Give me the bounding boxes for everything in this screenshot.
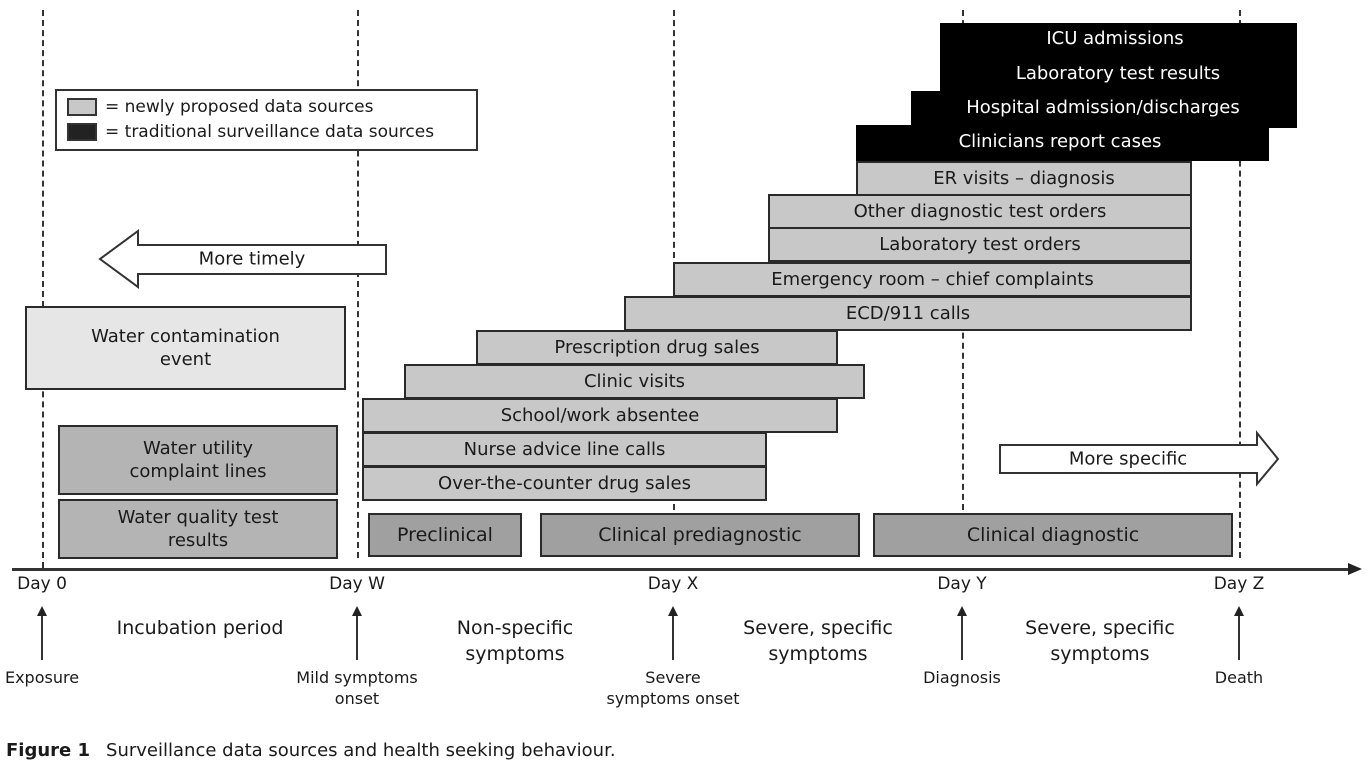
phase-label: Preclinical	[397, 523, 493, 546]
time-axis-arrowhead-icon	[1348, 563, 1362, 575]
event-exposure: Exposure	[4, 668, 80, 687]
day-z-label: Day Z	[1213, 574, 1265, 594]
source-bar-otc-drug-sales: Over-the-counter drug sales	[362, 466, 767, 501]
traditional-source-icu: ICU admissions	[1046, 28, 1184, 49]
time-axis	[12, 568, 1352, 571]
event-severe-symptoms-onset: Severe symptoms onset	[606, 668, 740, 708]
legend-label-traditional: = traditional surveillance data sources	[105, 122, 435, 142]
water-contamination-event-label: Water contamination event	[91, 326, 280, 370]
day-z-marker-line	[1239, 10, 1241, 558]
more-timely-arrow-icon	[98, 229, 387, 289]
traditional-source-hospital: Hospital admission/discharges	[966, 97, 1240, 118]
legend-swatch-dark	[67, 123, 97, 141]
day-w-marker-line	[357, 10, 359, 558]
legend-item-traditional: = traditional surveillance data sources	[67, 122, 434, 142]
period-incubation: Incubation period	[116, 617, 284, 639]
diagnosis-arrow-icon	[957, 606, 967, 660]
traditional-source-lab-results: Laboratory test results	[1015, 63, 1221, 84]
source-label: Clinic visits	[583, 371, 686, 392]
day-y-label: Day Y	[937, 574, 987, 594]
source-label: ER visits – diagnosis	[933, 168, 1115, 189]
day-0-label: Day 0	[17, 574, 67, 594]
source-bar-other-diagnostic-orders: Other diagnostic test orders	[768, 194, 1192, 229]
legend-item-proposed: = newly proposed data sources	[67, 97, 374, 117]
source-label: School/work absentee	[500, 405, 700, 426]
event-diagnosis: Diagnosis	[923, 668, 1001, 687]
phase-label: Clinical prediagnostic	[598, 523, 802, 546]
source-bar-ecd-911: ECD/911 calls	[624, 296, 1192, 331]
water-quality-tests-box: Water quality test results	[58, 499, 338, 559]
period-severe-specific-2: Severe, specific symptoms	[1025, 617, 1175, 665]
more-specific-label: More specific	[1068, 448, 1188, 470]
legend-label-proposed: = newly proposed data sources	[105, 97, 374, 117]
phase-label: Clinical diagnostic	[966, 523, 1140, 546]
day-x-label: Day X	[647, 574, 699, 594]
source-label: Emergency room – chief complaints	[771, 269, 1094, 290]
more-timely-label: More timely	[198, 248, 306, 270]
more-specific-arrow-icon	[999, 430, 1280, 487]
phase-clinical-diagnostic: Clinical diagnostic	[873, 513, 1233, 557]
source-bar-lab-test-orders: Laboratory test orders	[768, 227, 1192, 262]
water-contamination-event-box: Water contamination event	[25, 306, 346, 390]
source-bar-nurse-advice-calls: Nurse advice line calls	[362, 432, 767, 467]
period-non-specific: Non-specific symptoms	[456, 617, 574, 665]
severe-onset-arrow-icon	[668, 606, 678, 660]
day-x-marker-line	[673, 10, 675, 510]
source-label: Prescription drug sales	[554, 337, 760, 358]
water-quality-tests-label: Water quality test results	[117, 507, 279, 551]
caption-label: Figure 1	[6, 740, 91, 761]
source-bar-er-diagnosis: ER visits – diagnosis	[856, 161, 1192, 196]
source-bar-prescription-drugs: Prescription drug sales	[476, 330, 838, 365]
traditional-sources-bottom-block	[856, 125, 1269, 161]
death-arrow-icon	[1234, 606, 1244, 660]
source-bar-school-work-absentee: School/work absentee	[362, 398, 838, 433]
source-label: Over-the-counter drug sales	[438, 473, 691, 494]
figure-caption: Figure 1 Surveillance data sources and he…	[6, 740, 616, 761]
caption-text: Surveillance data sources and health see…	[106, 740, 616, 761]
source-label: Nurse advice line calls	[463, 439, 666, 460]
mild-onset-arrow-icon	[352, 606, 362, 660]
exposure-arrow-icon	[37, 606, 47, 660]
period-severe-specific-1: Severe, specific symptoms	[743, 617, 893, 665]
source-bar-er-chief-complaints: Emergency room – chief complaints	[673, 262, 1192, 297]
event-death: Death	[1214, 668, 1264, 687]
source-label: Other diagnostic test orders	[853, 201, 1107, 222]
source-label: Laboratory test orders	[879, 234, 1081, 255]
phase-preclinical: Preclinical	[368, 513, 522, 557]
water-complaint-lines-label: Water utility complaint lines	[129, 438, 267, 482]
traditional-source-clinicians: Clinicians report cases	[958, 131, 1162, 152]
source-bar-clinic-visits: Clinic visits	[404, 364, 865, 399]
legend: = newly proposed data sources = traditio…	[55, 89, 478, 151]
phase-clinical-prediagnostic: Clinical prediagnostic	[540, 513, 860, 557]
event-mild-symptoms-onset: Mild symptoms onset	[296, 668, 418, 708]
day-w-label: Day W	[329, 574, 385, 594]
legend-swatch-light	[67, 98, 97, 116]
day-0-marker-line	[42, 10, 44, 568]
water-complaint-lines-box: Water utility complaint lines	[58, 425, 338, 495]
source-label: ECD/911 calls	[845, 303, 971, 324]
